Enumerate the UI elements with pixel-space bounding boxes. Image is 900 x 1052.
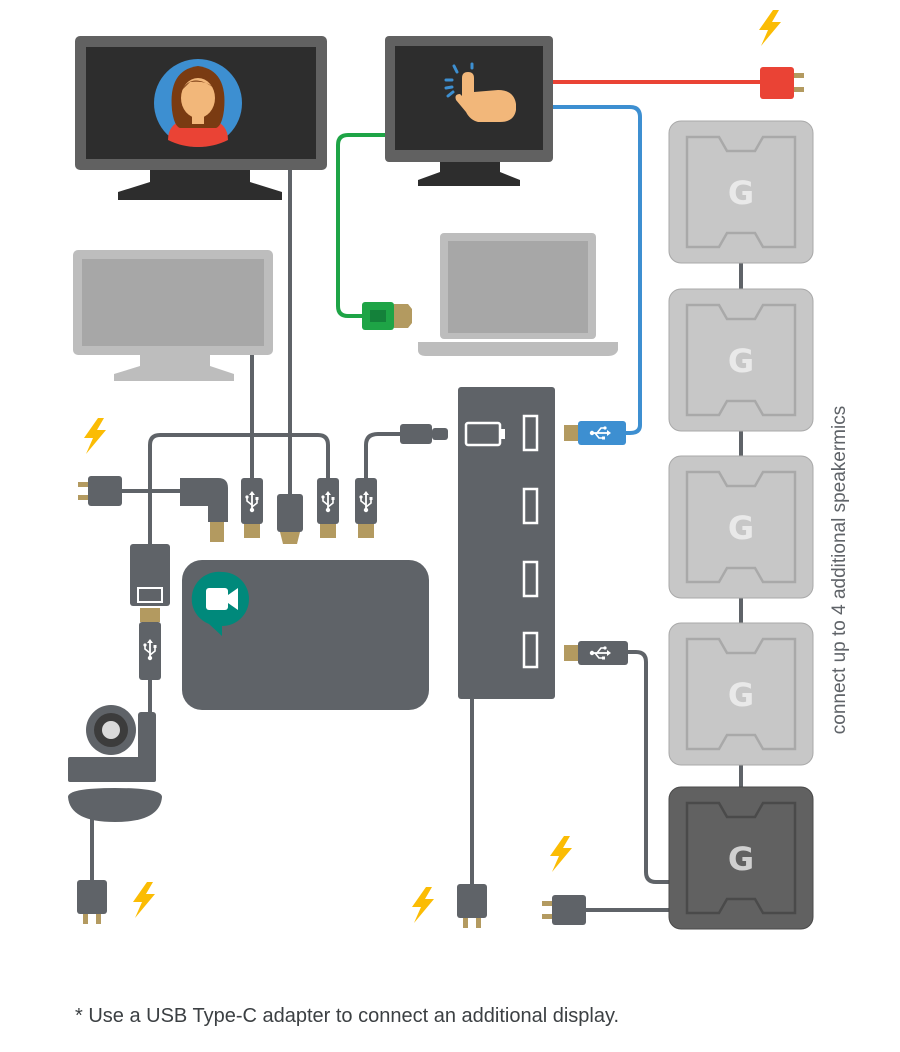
- lightning-icon: [84, 418, 106, 454]
- camera-adapter: [130, 544, 170, 680]
- cables: [90, 80, 762, 912]
- switch-power-plug: [457, 884, 487, 928]
- avatar-icon: [154, 59, 242, 147]
- usb-port: [522, 414, 539, 452]
- cable-switch-usbc: [364, 432, 404, 480]
- cable-camera-usb: [148, 433, 330, 550]
- usb-switch: [458, 387, 555, 699]
- speakermic-logo: G: [728, 342, 754, 380]
- lightning-icon: [412, 887, 434, 923]
- camera: [68, 705, 162, 822]
- speakermic-note-text: connect up to 4 additional speakermics: [829, 405, 850, 735]
- meet-compute-box: [182, 560, 429, 710]
- usb-plug-hub-1: [241, 478, 263, 538]
- cable-speakermic-usb: [626, 650, 674, 884]
- speakermic-logo: G: [728, 509, 754, 547]
- camera-power-plug: [77, 880, 107, 924]
- speakermic-logo: G: [728, 174, 754, 212]
- speakermic-logo: G: [728, 676, 754, 714]
- usb-plug-speakermic: [564, 641, 628, 665]
- secondary-display: [73, 250, 273, 381]
- usbc-plug: [400, 424, 448, 444]
- touch-display-power-plug: [760, 67, 804, 99]
- hub-power-plug: [78, 476, 122, 506]
- usb-port: [522, 631, 539, 669]
- usb-plug-touch: [564, 421, 626, 445]
- meet-logo-icon: [191, 571, 249, 636]
- cable-touch-hdmi: [336, 133, 390, 318]
- touch-display: [385, 36, 553, 186]
- angled-power-connector: [180, 478, 228, 542]
- usb-plug-hub-2: [317, 478, 339, 538]
- footnote: * Use a USB Type-C adapter to connect an…: [75, 1005, 620, 1027]
- usb-port: [522, 560, 539, 598]
- hdmi-adapter: [362, 302, 412, 330]
- usb-plug-hub-3: [355, 478, 377, 538]
- touch-icon: [444, 62, 516, 122]
- main-display: [75, 36, 327, 200]
- hdmi-plug-hub: [277, 494, 303, 544]
- lightning-icon: [133, 882, 155, 918]
- laptop: [418, 233, 618, 356]
- speakermic-power-plug: [542, 895, 586, 925]
- ethernet-icon: [464, 421, 505, 447]
- speakermic-logo: G: [728, 840, 754, 878]
- cable-touch-usb: [550, 105, 642, 435]
- lightning-icon: [550, 836, 572, 872]
- lightning-icon: [759, 10, 781, 46]
- usb-port: [522, 487, 539, 525]
